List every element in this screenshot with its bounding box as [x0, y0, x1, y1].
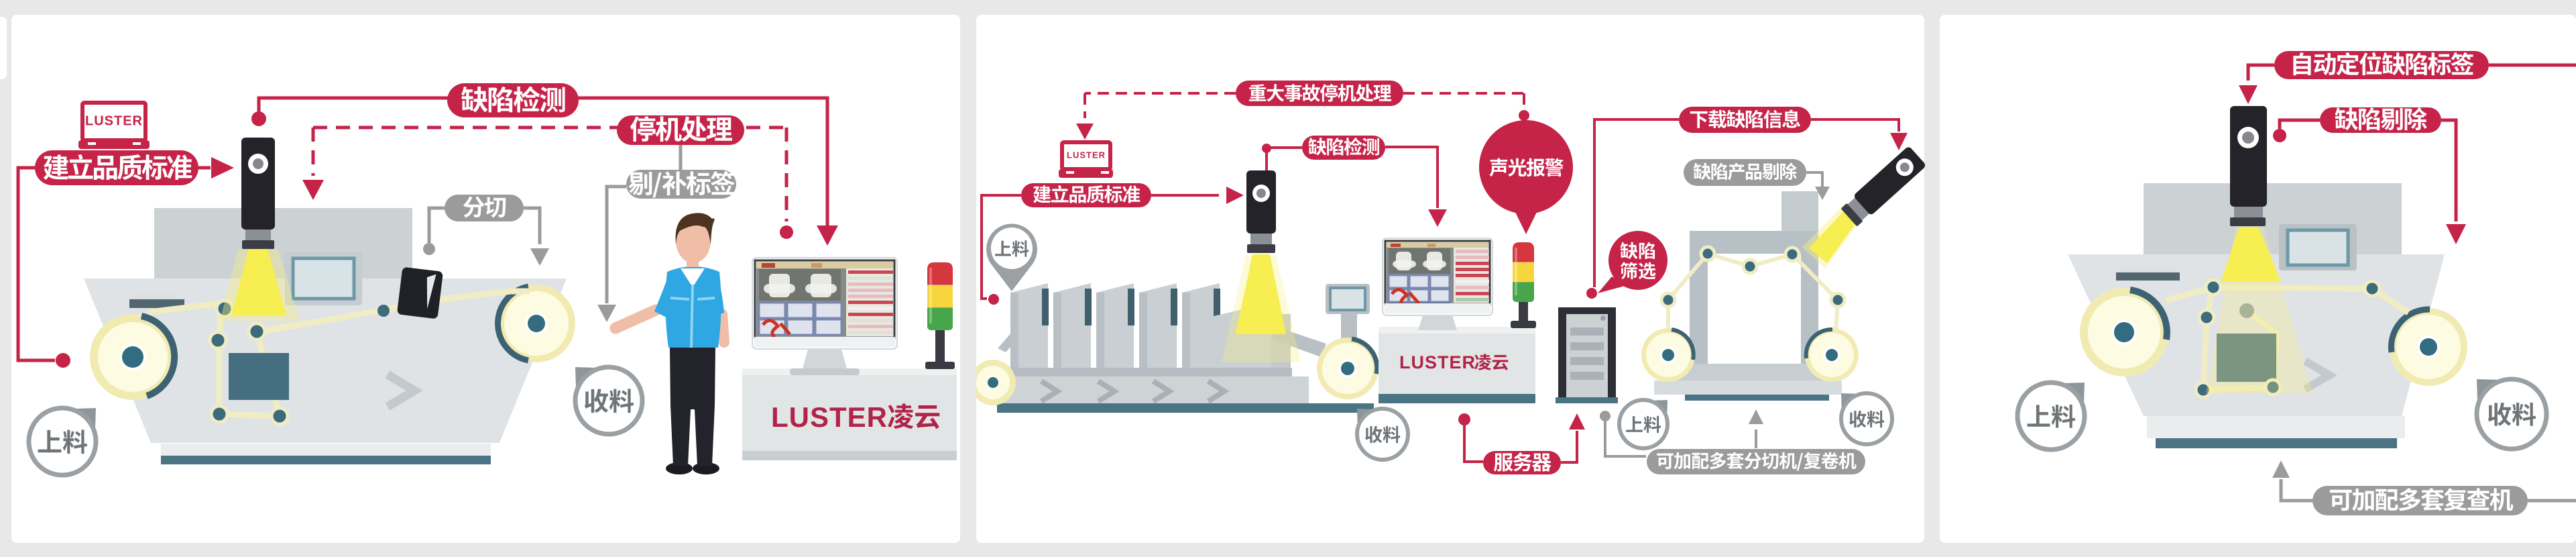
svg-text:LUSTER: LUSTER	[1399, 352, 1476, 372]
svg-text:LUSTER: LUSTER	[85, 114, 143, 129]
svg-text:LUSTER: LUSTER	[771, 401, 888, 433]
svg-text:LUSTER: LUSTER	[1067, 150, 1106, 160]
